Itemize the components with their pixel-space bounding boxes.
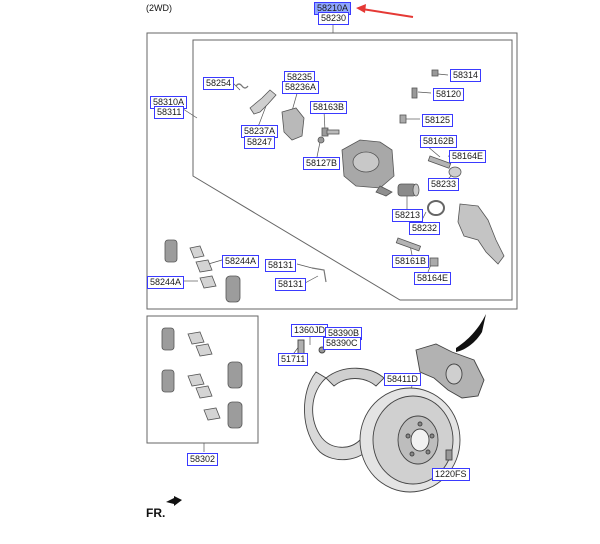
caliper-inner-frame <box>192 39 513 301</box>
part-label-58314[interactable]: 58314 <box>450 69 482 82</box>
part-label-58390C[interactable]: 58390C <box>323 337 361 350</box>
part-label-58411D[interactable]: 58411D <box>384 373 421 386</box>
part-label-58131-a[interactable]: 58131 <box>265 259 297 272</box>
curved-arrow <box>456 314 486 352</box>
part-label-58230[interactable]: 58230 <box>318 12 350 25</box>
part-label-58302[interactable]: 58302 <box>187 453 219 466</box>
part-label-58244A-bottom[interactable]: 58244A <box>147 276 185 289</box>
part-label-58127B[interactable]: 58127B <box>303 157 341 170</box>
part-label-58162B[interactable]: 58162B <box>420 135 458 148</box>
part-label-58125[interactable]: 58125 <box>422 114 454 127</box>
part-label-58247[interactable]: 58247 <box>244 136 276 149</box>
part-label-1360JD[interactable]: 1360JD <box>291 324 329 337</box>
pad-kit-parts <box>161 327 243 429</box>
part-label-58120[interactable]: 58120 <box>433 88 465 101</box>
variant-caption: (2WD) <box>146 3 172 13</box>
part-label-58131-b[interactable]: 58131 <box>275 278 307 291</box>
caliper-parts <box>164 69 505 303</box>
part-label-58244A-top[interactable]: 58244A <box>222 255 260 268</box>
part-label-58232[interactable]: 58232 <box>409 222 441 235</box>
front-direction-icon <box>166 496 182 506</box>
pointer-arrow <box>356 4 414 18</box>
part-label-58233[interactable]: 58233 <box>428 178 460 191</box>
disc-brake-parts <box>297 339 485 493</box>
front-direction-label: FR. <box>146 506 166 520</box>
part-label-58161B[interactable]: 58161B <box>392 255 430 268</box>
part-label-58311[interactable]: 58311 <box>154 106 185 119</box>
part-label-58254[interactable]: 58254 <box>203 77 235 90</box>
part-label-58164E-top[interactable]: 58164E <box>449 150 487 163</box>
part-label-51711[interactable]: 51711 <box>278 353 309 366</box>
part-label-58213[interactable]: 58213 <box>392 209 424 222</box>
pad-kit-frame <box>146 315 259 444</box>
part-label-58163B[interactable]: 58163B <box>310 101 348 114</box>
part-label-58236A[interactable]: 58236A <box>282 81 320 94</box>
part-label-1220FS[interactable]: 1220FS <box>432 468 470 481</box>
part-label-58164E-bottom[interactable]: 58164E <box>414 272 452 285</box>
caliper-assembly-frame <box>146 32 518 310</box>
